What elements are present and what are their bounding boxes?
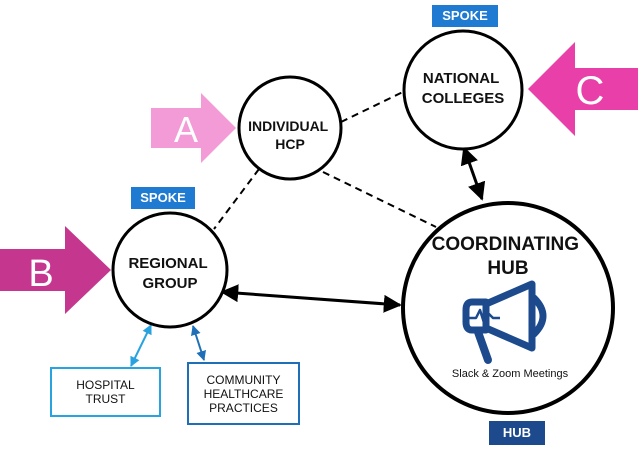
hub-caption: Slack & Zoom Meetings <box>452 368 569 380</box>
colleges-label-line2: COLLEGES <box>422 90 505 107</box>
arrow-colleges-hub <box>460 146 486 201</box>
hub-label-line1: COORDINATING <box>432 234 579 255</box>
hub-label-line2: HUB <box>487 258 528 279</box>
hospital-trust-line2: TRUST <box>85 392 126 406</box>
node-regional-group <box>111 211 229 329</box>
regional-label-line1: REGIONAL <box>128 255 207 272</box>
arrow-regional-community <box>191 325 206 361</box>
community-line1: COMMUNITY <box>206 372 281 387</box>
hospital-trust-box: HOSPITAL TRUST <box>50 367 161 417</box>
node-national-colleges <box>402 29 524 151</box>
colleges-label-line1: NATIONAL <box>423 70 499 87</box>
arrow-b: B <box>0 226 111 314</box>
arrow-regional-hospital <box>130 324 152 367</box>
hcp-label-line1: INDIVIDUAL <box>248 118 329 134</box>
community-line3: PRACTICES <box>209 400 278 415</box>
svg-text:INDIVIDUAL HCP: INDIVIDUAL HCP <box>248 118 332 152</box>
arrow-regional-hub <box>220 284 402 313</box>
arrow-a-label: A <box>174 109 198 150</box>
spoke-tag-left: SPOKE <box>131 187 195 209</box>
community-line2: HEALTHCARE <box>203 386 284 401</box>
svg-text:NATIONAL COLLEGES: NATIONAL COLLEGES <box>422 70 505 107</box>
connector-hcp-colleges <box>340 89 408 123</box>
spoke-tag-top: SPOKE <box>432 5 498 27</box>
node-individual-hcp <box>237 75 343 181</box>
hospital-trust-line1: HOSPITAL <box>76 378 135 392</box>
community-practices-box: COMMUNITY HEALTHCARE PRACTICES <box>187 362 300 425</box>
arrow-c-label: C <box>576 69 605 113</box>
regional-label-line2: GROUP <box>142 275 197 292</box>
hub-tag: HUB <box>489 421 545 445</box>
hcp-label-line2: HCP <box>275 136 305 152</box>
arrow-a: A <box>151 93 236 163</box>
connector-hcp-hub <box>322 171 437 228</box>
arrow-b-label: B <box>28 253 53 295</box>
megaphone-heartbeat-icon <box>462 280 547 364</box>
svg-text:REGIONAL GROUP: REGIONAL GROUP <box>128 255 211 292</box>
arrow-c: C <box>528 42 638 136</box>
svg-text:COORDINATING HUB: COORDINATING HUB <box>432 234 585 279</box>
connector-hcp-regional <box>213 168 260 230</box>
